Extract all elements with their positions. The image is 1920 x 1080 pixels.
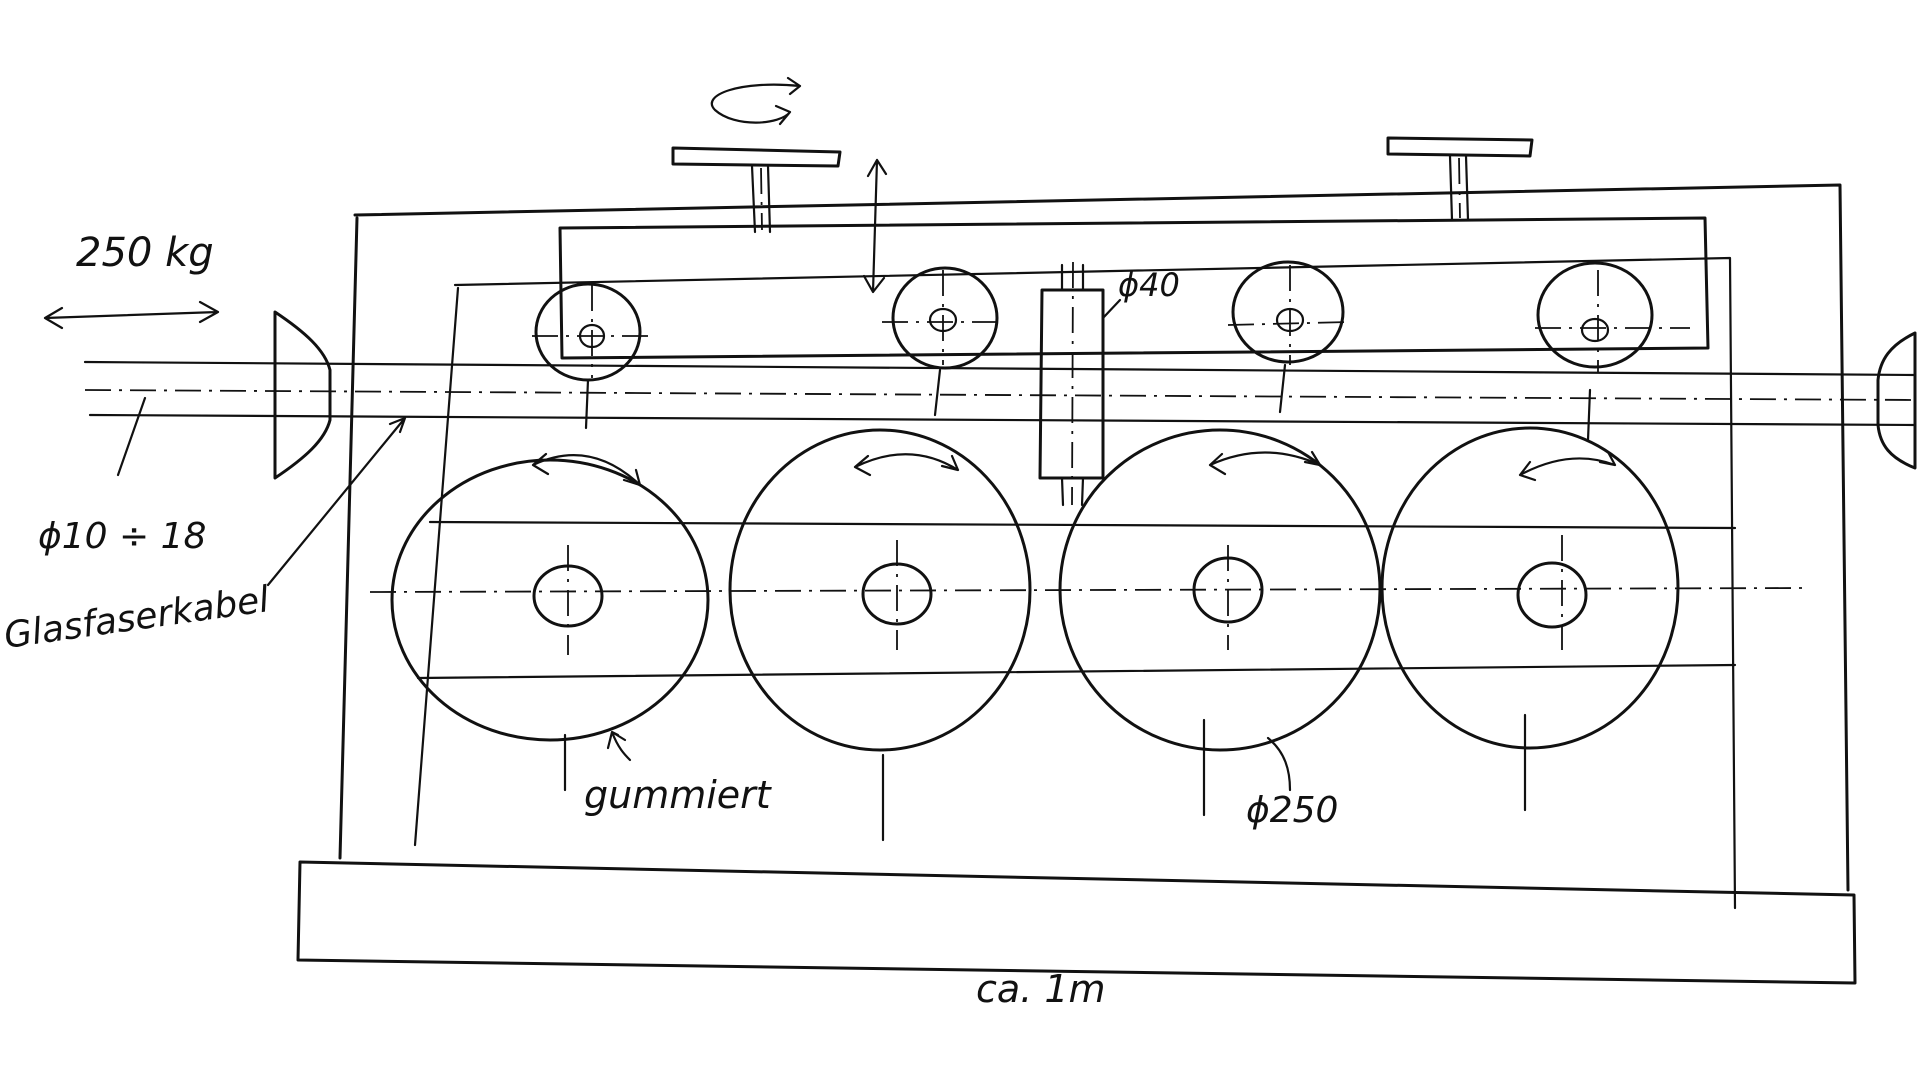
force-arrow [43,300,220,330]
cable-guide-right [1876,331,1917,470]
small-roller-4 [1535,261,1690,442]
base-plate [296,860,1857,985]
large-roller-diameter-label: ϕ250 [1246,790,1338,831]
rotation-arrow [710,76,802,126]
rotation-arrows-large [531,450,1617,487]
vertical-arrow [862,158,888,294]
housing-inner [413,256,1737,910]
large-roller-axis [369,587,1811,593]
leader-cable-diameter [116,396,147,477]
load-label: 250 kg [76,230,214,276]
coating-label: gummiert [584,773,773,817]
large-roller-1 [390,458,710,792]
fiber-optic-cable [83,360,1917,427]
leader-cable-name [266,416,407,587]
overall-length-label: ca. 1m [976,967,1106,1011]
upper-beam [558,216,1710,360]
leader-coating [606,730,632,762]
large-roller-3 [1058,428,1382,817]
small-roller-1 [532,282,650,430]
roller-rail-upper [428,520,1737,530]
adjustment-screw-right [1386,136,1534,222]
adjustment-cylinder [1038,261,1122,507]
cable-diameter-label: ϕ10 ÷ 18 [38,516,206,557]
adjustment-screw-left [671,146,842,234]
small-roller-3 [1227,260,1351,414]
roller-rail-lower [416,663,1737,680]
small-roller-diameter-label: ϕ40 [1118,266,1180,304]
large-roller-4 [1380,426,1680,812]
small-roller-2 [882,266,1000,417]
cable-guide-left [273,310,332,480]
large-roller-2 [728,428,1032,842]
leader-large-diameter [1266,736,1292,792]
cable-name-label: Glasfaserkabel [2,579,272,657]
housing-outer [338,183,1850,892]
